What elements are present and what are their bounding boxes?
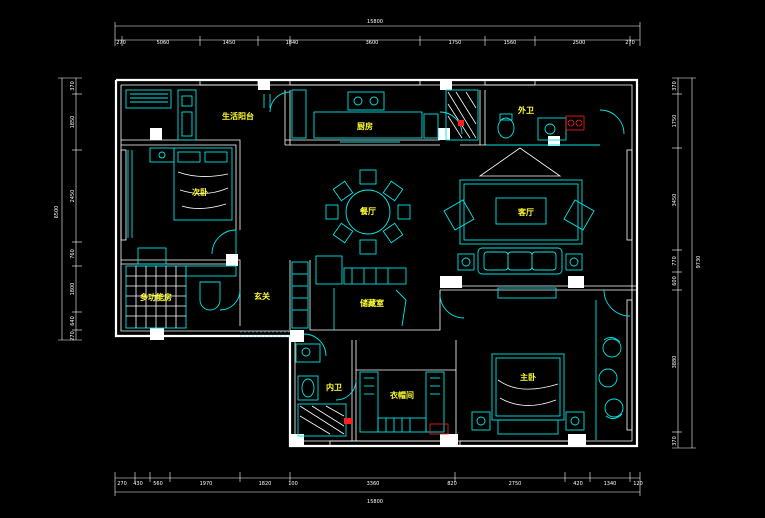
dim-label: 1560 (504, 40, 517, 46)
overall-dim-bottom: 15800 (367, 499, 383, 505)
interior-walls (121, 90, 637, 441)
room-label-master-bed: 主卧 (520, 372, 536, 382)
dim-label: 430 (133, 481, 143, 487)
dim-label: 420 (573, 481, 583, 487)
dim-label: 640 (70, 316, 76, 326)
bottom-dims-row: 270 430 560 1970 1820 100 3360 820 2750 … (117, 481, 643, 487)
closet-area (359, 371, 449, 435)
dining-area (325, 169, 411, 255)
dim-label: 560 (153, 481, 163, 487)
room-label-dining: 餐厅 (359, 206, 376, 216)
left-dimension-lines (58, 77, 82, 341)
room-label-multi-room: 多功能房 (140, 292, 172, 302)
dim-label: 5060 (157, 40, 170, 46)
dim-label: 120 (633, 481, 643, 487)
second-bedroom-area (127, 147, 233, 238)
room-label-second-bed: 次卧 (192, 187, 208, 197)
overall-dim-right: 9730 (696, 256, 702, 269)
door-swings (211, 91, 631, 401)
dim-label: 2500 (573, 40, 586, 46)
top-dimension-lines (114, 22, 641, 46)
dim-label: 370 (70, 81, 76, 91)
dim-label: 270 (625, 40, 635, 46)
right-dimension-lines (672, 77, 696, 449)
dim-label: 3600 (366, 40, 379, 46)
room-label-int-bath: 内卫 (326, 382, 342, 392)
dim-label: 2450 (70, 190, 76, 203)
dim-label: 1820 (259, 481, 272, 487)
living-room-area (443, 147, 595, 299)
room-label-entry: 玄关 (254, 291, 270, 301)
room-label-living: 客厅 (517, 207, 534, 217)
kitchen-area (291, 89, 439, 143)
dim-label: 100 (288, 481, 298, 487)
dim-label: 3360 (367, 481, 380, 487)
room-label-closet: 衣帽间 (390, 390, 414, 400)
dim-label: 1450 (223, 40, 236, 46)
dim-label: 270 (70, 331, 76, 341)
dim-label: 820 (447, 481, 457, 487)
multi-function-room-area (125, 247, 237, 329)
bottom-dimension-lines (114, 472, 641, 496)
dim-label: 760 (70, 249, 76, 259)
overall-dim-top: 15800 (367, 19, 383, 25)
room-label-pantry: 储藏室 (359, 298, 384, 308)
overall-dim-left: 6500 (54, 206, 60, 219)
dim-label: 1850 (70, 116, 76, 129)
dim-label: 370 (672, 436, 678, 446)
right-dims-row: 370 1750 3450 770 600 3880 370 (672, 81, 678, 446)
room-label-living-balcony: 生活阳台 (222, 111, 254, 121)
room-label-kitchen: 厨房 (357, 121, 373, 131)
living-balcony-area (125, 89, 271, 141)
dim-label: 3880 (672, 356, 678, 369)
top-dims-row: 270 5060 1450 1840 3600 1750 1560 2500 2… (116, 40, 635, 46)
pantry-area (291, 255, 407, 330)
dim-label: 1750 (449, 40, 462, 46)
dim-label: 270 (117, 481, 127, 487)
dim-label: 1800 (70, 283, 76, 296)
left-dims-row: 370 1850 2450 760 1800 640 270 (70, 81, 76, 341)
external-bathroom-area (445, 89, 600, 146)
dim-label: 2750 (509, 481, 522, 487)
dim-label: 600 (672, 276, 678, 286)
structural-columns (150, 80, 586, 446)
dim-label: 270 (116, 40, 126, 46)
internal-bathroom-area (295, 343, 352, 437)
dim-label: 1750 (672, 115, 678, 128)
dim-label: 3450 (672, 194, 678, 207)
dim-label: 1340 (604, 481, 617, 487)
master-bedroom-area (471, 300, 624, 440)
dim-label: 1970 (200, 481, 213, 487)
room-label-ext-bath: 外卫 (518, 105, 534, 115)
dim-label: 370 (672, 81, 678, 91)
exterior-walls (114, 78, 639, 448)
dim-label: 770 (672, 256, 678, 266)
dim-label: 1840 (286, 40, 299, 46)
